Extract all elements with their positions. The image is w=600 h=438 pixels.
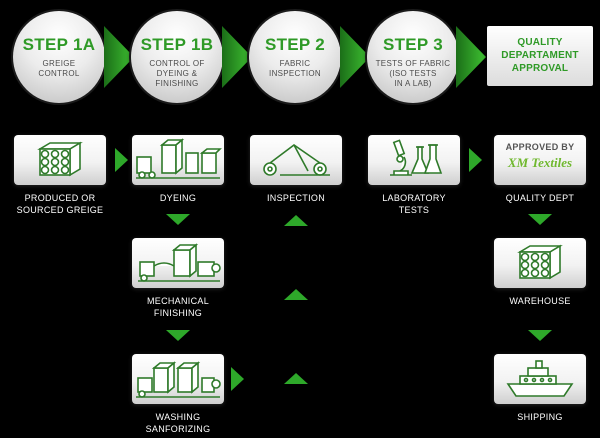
step-title: STEP 2 — [264, 35, 326, 54]
chevron-right-icon — [104, 26, 134, 88]
finishing-machine-icon — [138, 243, 221, 282]
arrow-up-icon — [284, 215, 308, 226]
step-subtitle-line: DYEING & — [156, 69, 198, 78]
stacked-rolls-icon — [517, 244, 563, 280]
shipping-tile — [494, 354, 586, 404]
shipping-label: SHIPPING — [480, 411, 600, 423]
arrow-right-icon — [231, 367, 244, 391]
inspection-machine-icon — [263, 144, 330, 176]
quality-dept-tile: APPROVED BY XM Textiles — [494, 135, 586, 185]
step-2-circle: STEP 2 FABRIC INSPECTION — [249, 11, 341, 103]
label-line: WASHING — [155, 412, 201, 422]
brand-logo: XM Textiles — [507, 155, 573, 170]
chevron-right-icon — [222, 26, 252, 88]
step-title: STEP 1A — [22, 35, 96, 54]
arrow-down-icon — [166, 330, 190, 341]
step-subtitle-line: IN A LAB) — [394, 79, 432, 88]
step-subtitle-line: (ISO TESTS — [389, 69, 437, 78]
quality-approval-step: QUALITY DEPARTAMENT APPROVAL — [487, 26, 593, 86]
inspection-tile — [250, 135, 342, 185]
warehouse-label: WAREHOUSE — [480, 295, 600, 307]
arrow-down-icon — [166, 214, 190, 225]
step-3-circle: STEP 3 TESTS OF FABRIC (ISO TESTS IN A L… — [367, 11, 459, 103]
step-subtitle: TESTS OF FABRIC (ISO TESTS IN A LAB) — [369, 59, 457, 89]
label-line: FINISHING — [153, 308, 203, 318]
greige-label: PRODUCED OR SOURCED GREIGE — [0, 192, 120, 216]
step-1b-circle: STEP 1B CONTROL OF DYEING & FINISHING — [131, 11, 223, 103]
quality-dept-label: QUALITY DEPT — [480, 192, 600, 204]
arrow-up-icon — [284, 289, 308, 300]
quality-approval-title: QUALITY DEPARTAMENT APPROVAL — [487, 36, 593, 75]
label-line: QUALITY DEPT — [505, 193, 575, 203]
label-line: TESTS — [398, 205, 430, 215]
arrow-right-icon — [115, 148, 128, 172]
step-subtitle: CONTROL OF DYEING & FINISHING — [133, 59, 221, 89]
step-subtitle-line: CONTROL — [38, 69, 80, 78]
arrow-down-icon — [528, 214, 552, 225]
step-subtitle-line: INSPECTION — [269, 69, 321, 78]
ship-icon — [506, 360, 574, 397]
arrow-up-icon — [284, 373, 308, 384]
dyeing-machine-icon — [136, 138, 222, 179]
washing-sanforizing-label: WASHING SANFORIZING — [118, 411, 238, 435]
quality-approval-line: DEPARTAMENT — [501, 50, 579, 61]
label-line: SANFORIZING — [145, 424, 211, 434]
step-subtitle-line: FINISHING — [155, 79, 199, 88]
step-1a-circle: STEP 1A GREIGE CONTROL — [13, 11, 105, 103]
step-subtitle-line: FABRIC — [279, 59, 311, 68]
fabric-rolls-icon — [37, 141, 83, 177]
label-line: WAREHOUSE — [509, 296, 571, 306]
step-subtitle-line: TESTS OF FABRIC — [375, 59, 451, 68]
step-subtitle-line: GREIGE — [42, 59, 76, 68]
label-line: DYEING — [159, 193, 197, 203]
label-line: SHIPPING — [517, 412, 563, 422]
label-line: SOURCED GREIGE — [16, 205, 104, 215]
step-subtitle: GREIGE CONTROL — [15, 59, 103, 79]
dyeing-label: DYEING — [118, 192, 238, 204]
arrow-down-icon — [528, 330, 552, 341]
quality-approval-line: QUALITY — [517, 37, 563, 48]
dyeing-tile — [132, 135, 224, 185]
inspection-label: INSPECTION — [236, 192, 356, 204]
quality-approval-line: APPROVAL — [511, 63, 569, 74]
washing-machine-icon — [136, 361, 221, 398]
label-line: PRODUCED OR — [24, 193, 96, 203]
microscope-flask-icon — [390, 139, 443, 176]
step-subtitle: FABRIC INSPECTION — [251, 59, 339, 79]
mechanical-finishing-label: MECHANICAL FINISHING — [118, 295, 238, 319]
arrow-right-icon — [469, 148, 482, 172]
chevron-right-icon — [340, 26, 370, 88]
approved-by-text: APPROVED BY — [505, 142, 575, 152]
mechanical-finishing-tile — [132, 238, 224, 288]
step-title: STEP 3 — [382, 35, 444, 54]
laboratory-label: LABORATORY TESTS — [354, 192, 474, 216]
label-line: LABORATORY — [382, 193, 446, 203]
greige-tile — [14, 135, 106, 185]
washing-sanforizing-tile — [132, 354, 224, 404]
label-line: MECHANICAL — [146, 296, 209, 306]
laboratory-tile — [368, 135, 460, 185]
warehouse-tile — [494, 238, 586, 288]
step-title: STEP 1B — [140, 35, 214, 54]
chevron-right-icon — [456, 26, 486, 88]
step-subtitle-line: CONTROL OF — [149, 59, 205, 68]
label-line: INSPECTION — [266, 193, 325, 203]
